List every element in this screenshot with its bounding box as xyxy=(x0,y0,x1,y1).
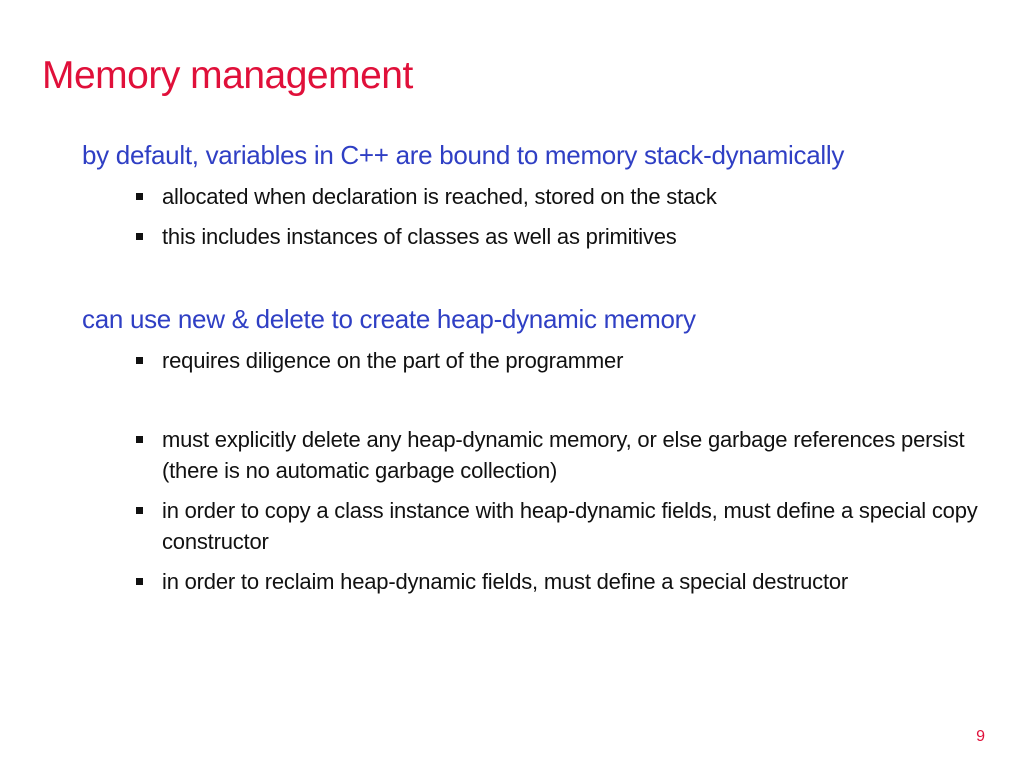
square-bullet-icon xyxy=(136,193,143,200)
list-item: in order to copy a class instance with h… xyxy=(82,495,982,557)
section-heap-details: must explicitly delete any heap-dynamic … xyxy=(82,424,982,597)
bullet-text: requires diligence on the part of the pr… xyxy=(162,348,624,373)
square-bullet-icon xyxy=(136,357,143,364)
section-heap-dynamic: can use new & delete to create heap-dyna… xyxy=(82,304,982,376)
bullet-text: in order to copy a class instance with h… xyxy=(162,498,978,554)
square-bullet-icon xyxy=(136,507,143,514)
section-stack-dynamic: by default, variables in C++ are bound t… xyxy=(82,140,982,252)
list-item: this includes instances of classes as we… xyxy=(82,221,982,252)
list-item: allocated when declaration is reached, s… xyxy=(82,181,982,212)
section-heading: can use new & delete to create heap-dyna… xyxy=(82,304,696,334)
list-item: in order to reclaim heap-dynamic fields,… xyxy=(82,566,982,597)
bullet-list: must explicitly delete any heap-dynamic … xyxy=(82,424,982,597)
list-item: requires diligence on the part of the pr… xyxy=(82,345,982,376)
square-bullet-icon xyxy=(136,578,143,585)
square-bullet-icon xyxy=(136,233,143,240)
square-bullet-icon xyxy=(136,436,143,443)
bullet-list: requires diligence on the part of the pr… xyxy=(82,345,982,376)
page-number: 9 xyxy=(976,728,985,745)
section-heading: by default, variables in C++ are bound t… xyxy=(82,140,845,170)
bullet-text: must explicitly delete any heap-dynamic … xyxy=(162,427,965,483)
slide-title: Memory management xyxy=(42,54,413,97)
bullet-text: in order to reclaim heap-dynamic fields,… xyxy=(162,569,849,594)
list-item: must explicitly delete any heap-dynamic … xyxy=(82,424,982,486)
bullet-text: this includes instances of classes as we… xyxy=(162,224,677,249)
bullet-list: allocated when declaration is reached, s… xyxy=(82,181,982,252)
bullet-text: allocated when declaration is reached, s… xyxy=(162,184,717,209)
